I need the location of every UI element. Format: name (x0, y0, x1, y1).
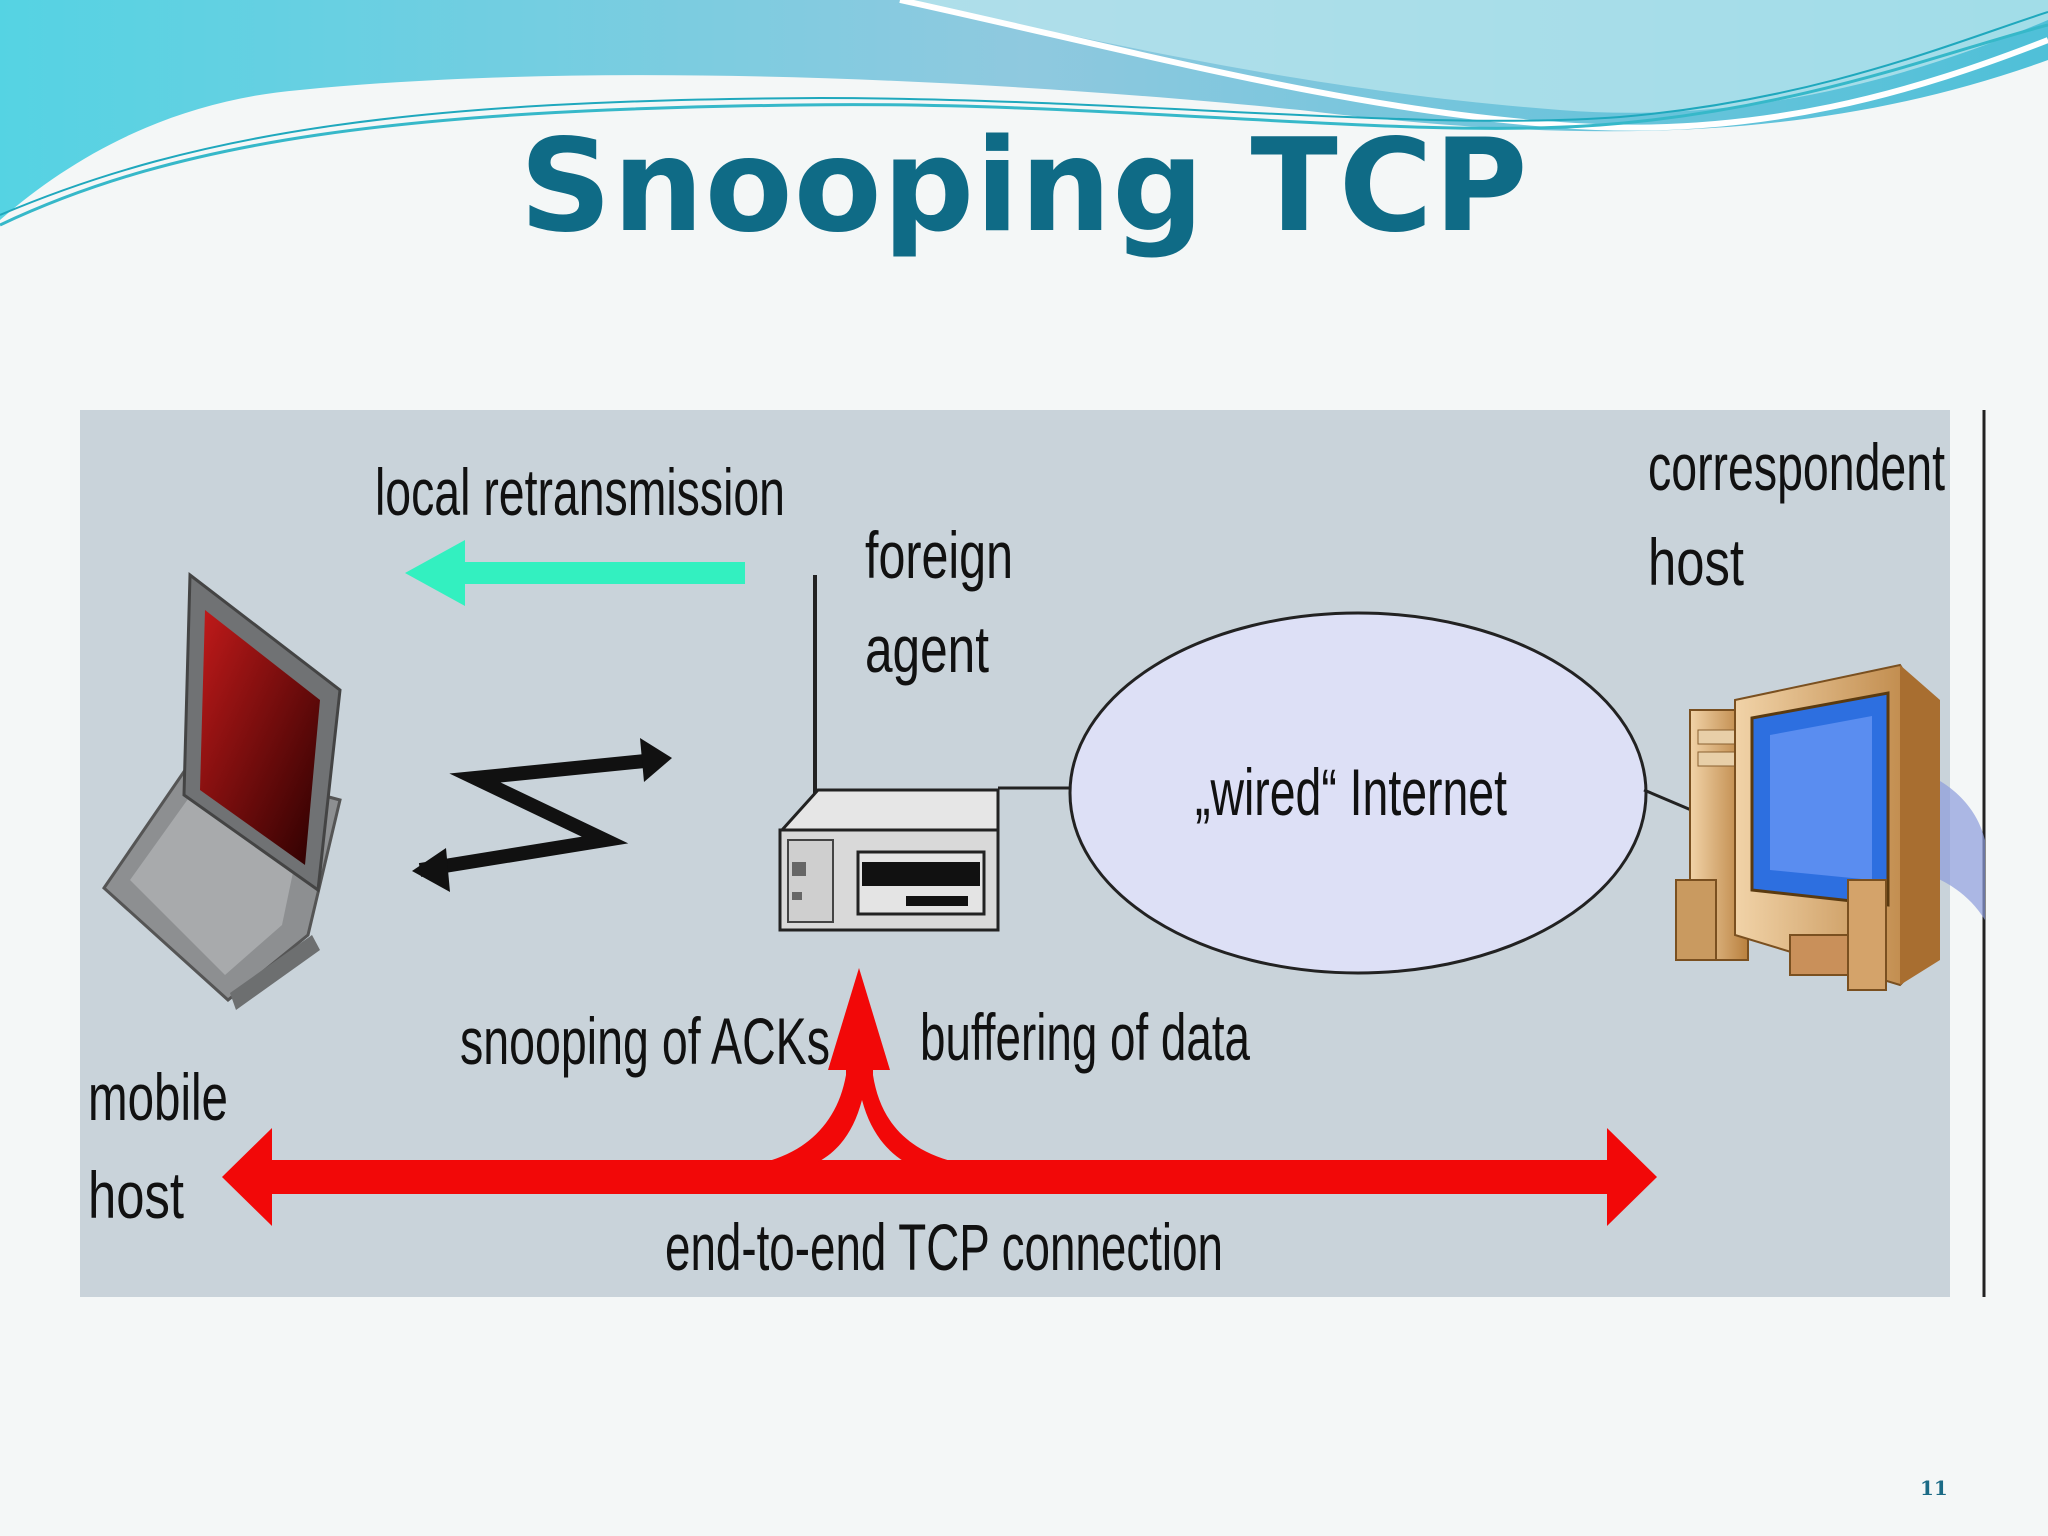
snooping-tcp-diagram: local retransmission mobile host foreign… (80, 410, 1986, 1297)
desktop-computer-icon (1675, 663, 1985, 991)
snooping-acks-label: snooping of ACKs (460, 1004, 830, 1078)
retransmission-arrow (405, 540, 745, 606)
page-title: Snooping TCP (519, 112, 1529, 261)
wireless-link-icon (412, 738, 672, 892)
laptop-icon (102, 572, 342, 1010)
foreign-agent-label-line2: agent (865, 612, 989, 686)
local-retransmission-label: local retransmission (375, 455, 785, 529)
wired-internet-cloud (1068, 611, 1648, 975)
end-to-end-connection-label: end-to-end TCP connection (665, 1210, 1223, 1284)
foreign-agent-router-icon (778, 788, 1000, 932)
correspondent-host-label-line2: host (1648, 525, 1744, 599)
wired-internet-label: „wired“ Internet (1195, 755, 1507, 829)
mobile-host-label-line2: host (88, 1158, 184, 1232)
header-wave (0, 0, 2048, 227)
buffering-data-label: buffering of data (920, 1000, 1250, 1074)
mobile-host-label-line1: mobile (88, 1060, 228, 1134)
end-to-end-connection-arrow (222, 968, 1657, 1226)
correspondent-host-label-line1: correspondent (1648, 430, 1945, 504)
slide-number: 11 (1920, 1476, 1948, 1500)
diagram-panel (80, 410, 1950, 1297)
foreign-agent-label-line1: foreign (865, 518, 1013, 592)
